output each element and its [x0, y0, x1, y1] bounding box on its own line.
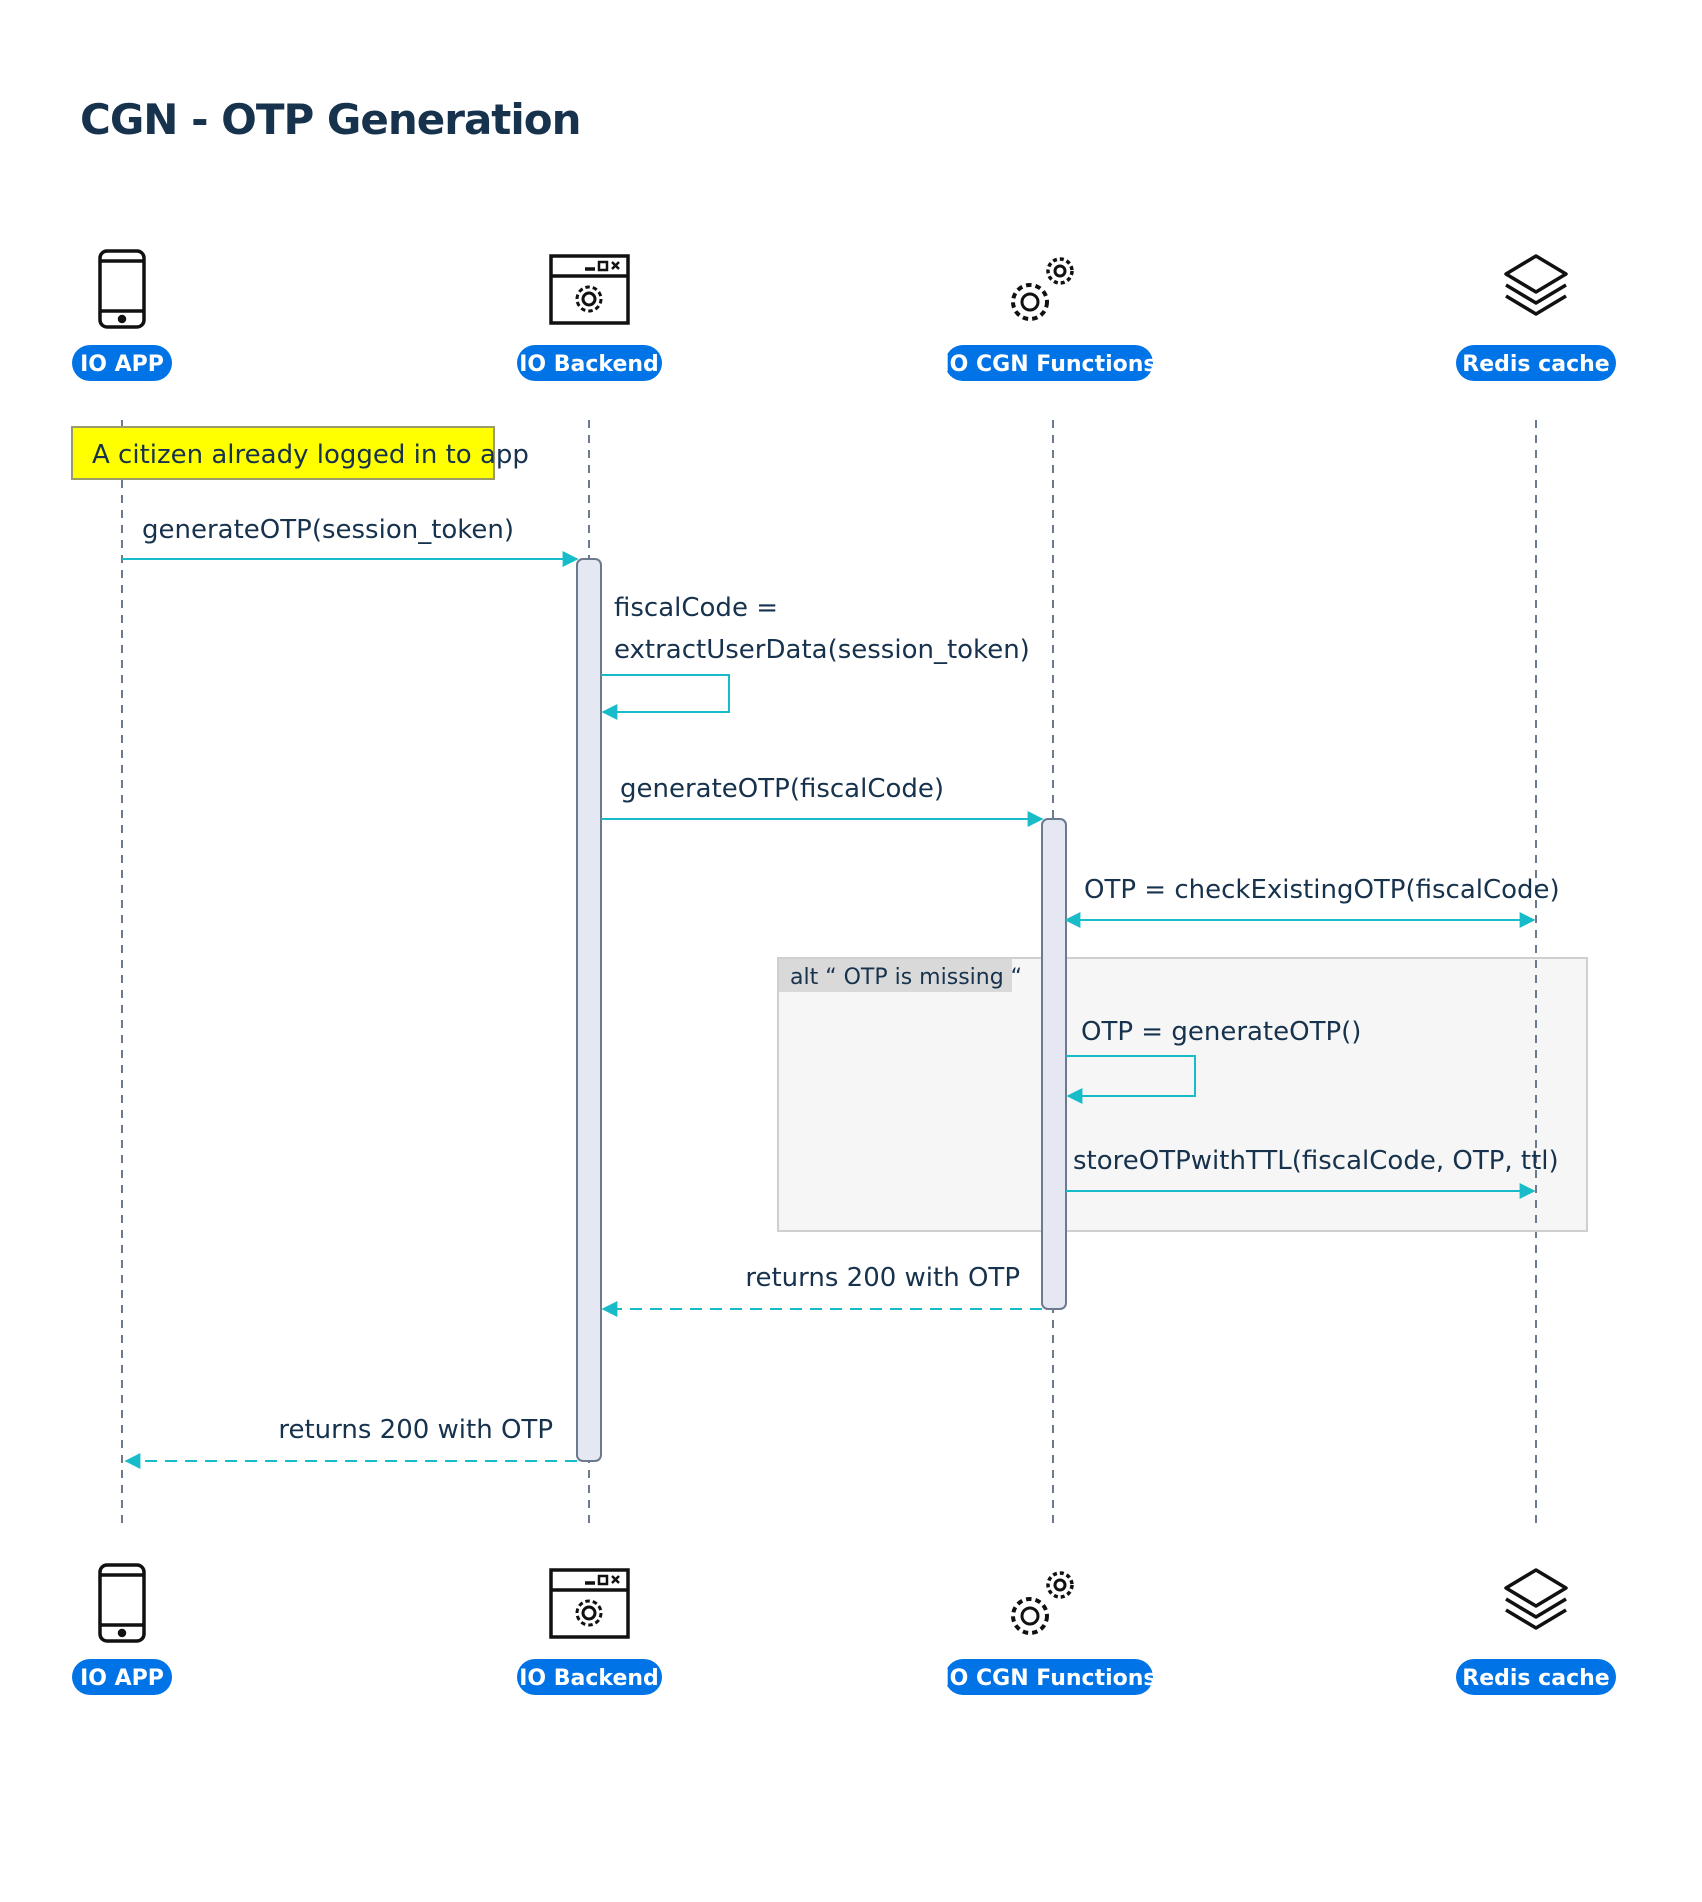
- layers-stack-icon: [1504, 1568, 1568, 1630]
- message-label-line2: extractUserData(session_token): [614, 635, 1030, 665]
- message-self-arrow: [601, 674, 730, 720]
- participant-pill: [517, 1659, 662, 1695]
- alt-fragment: alt “ OTP is missing “: [777, 957, 1588, 1232]
- participant-label: IO CGN Functions: [941, 1666, 1156, 1691]
- participant-pill: [945, 345, 1153, 381]
- browser-window-gear-icon: [549, 1568, 630, 1639]
- participant-label: IO CGN Functions: [941, 352, 1156, 377]
- participant-functions-bottom: IO CGN Functions: [941, 1571, 1157, 1695]
- participant-backend-bottom: IO Backend: [517, 1568, 662, 1695]
- participant-redis-bottom: Redis cache: [1456, 1568, 1616, 1695]
- message-return-backend: returns 200 with OTP: [124, 1415, 577, 1469]
- participant-pill: [72, 1659, 172, 1695]
- alt-fragment-box: [777, 957, 1588, 1232]
- message-label: generateOTP(session_token): [142, 515, 514, 545]
- note: A citizen already logged in to app: [71, 426, 529, 480]
- participant-pill: [945, 1659, 1153, 1695]
- participant-redis-top: Redis cache: [1456, 254, 1616, 381]
- message-self-arrow: [1066, 1055, 1196, 1104]
- smartphone-icon: [98, 249, 146, 329]
- smartphone-icon: [98, 1563, 146, 1643]
- gears-icon: [1011, 1571, 1074, 1635]
- gears-icon: [1011, 257, 1074, 321]
- participant-app-bottom: IO APP: [72, 1563, 172, 1695]
- participant-pill: [1456, 345, 1616, 381]
- message-label: returns 200 with OTP: [745, 1263, 1020, 1293]
- message-check-existing-otp: OTP = checkExistingOTP(fiscalCode): [1064, 875, 1560, 928]
- participant-label: Redis cache: [1462, 352, 1609, 377]
- message-generate-otp-self: OTP = generateOTP(): [1066, 1017, 1361, 1104]
- alt-fragment-header: [779, 959, 1012, 992]
- diagram-title: CGN - OTP Generation: [80, 95, 581, 144]
- message-label: storeOTPwithTTL(fiscalCode, OTP, ttl): [1073, 1146, 1559, 1176]
- note-text: A citizen already logged in to app: [92, 440, 529, 470]
- participant-pill: [1456, 1659, 1616, 1695]
- message-generate-otp-fiscal: generateOTP(fiscalCode): [601, 774, 1044, 827]
- participant-label: IO APP: [80, 352, 164, 377]
- message-return-functions: returns 200 with OTP: [601, 1263, 1042, 1317]
- message-label: OTP = checkExistingOTP(fiscalCode): [1084, 875, 1560, 905]
- participant-functions-top: IO CGN Functions: [941, 257, 1157, 381]
- participant-pill: [72, 345, 172, 381]
- message-label: returns 200 with OTP: [278, 1415, 553, 1445]
- participant-label: IO APP: [80, 1666, 164, 1691]
- message-label: OTP = generateOTP(): [1081, 1017, 1361, 1047]
- layers-stack-icon: [1504, 254, 1568, 316]
- note-box: [71, 426, 495, 480]
- participant-label: IO Backend: [519, 352, 659, 377]
- participant-app-top: IO APP: [72, 249, 172, 381]
- message-label-line1: fiscalCode =: [614, 593, 778, 623]
- message-extract-user-data: fiscalCode = extractUserData(session_tok…: [601, 593, 1030, 720]
- activation-backend: [576, 558, 602, 1462]
- participant-label: IO Backend: [519, 1666, 659, 1691]
- message-label: generateOTP(fiscalCode): [620, 774, 944, 804]
- activation-functions: [1041, 818, 1067, 1310]
- browser-window-gear-icon: [549, 254, 630, 325]
- message-store-otp-ttl: storeOTPwithTTL(fiscalCode, OTP, ttl): [1066, 1146, 1559, 1199]
- alt-fragment-label: alt “ OTP is missing “: [790, 965, 1022, 990]
- participant-label: Redis cache: [1462, 1666, 1609, 1691]
- message-generate-otp-session: generateOTP(session_token): [122, 515, 579, 567]
- participant-backend-top: IO Backend: [517, 254, 662, 381]
- participant-pill: [517, 345, 662, 381]
